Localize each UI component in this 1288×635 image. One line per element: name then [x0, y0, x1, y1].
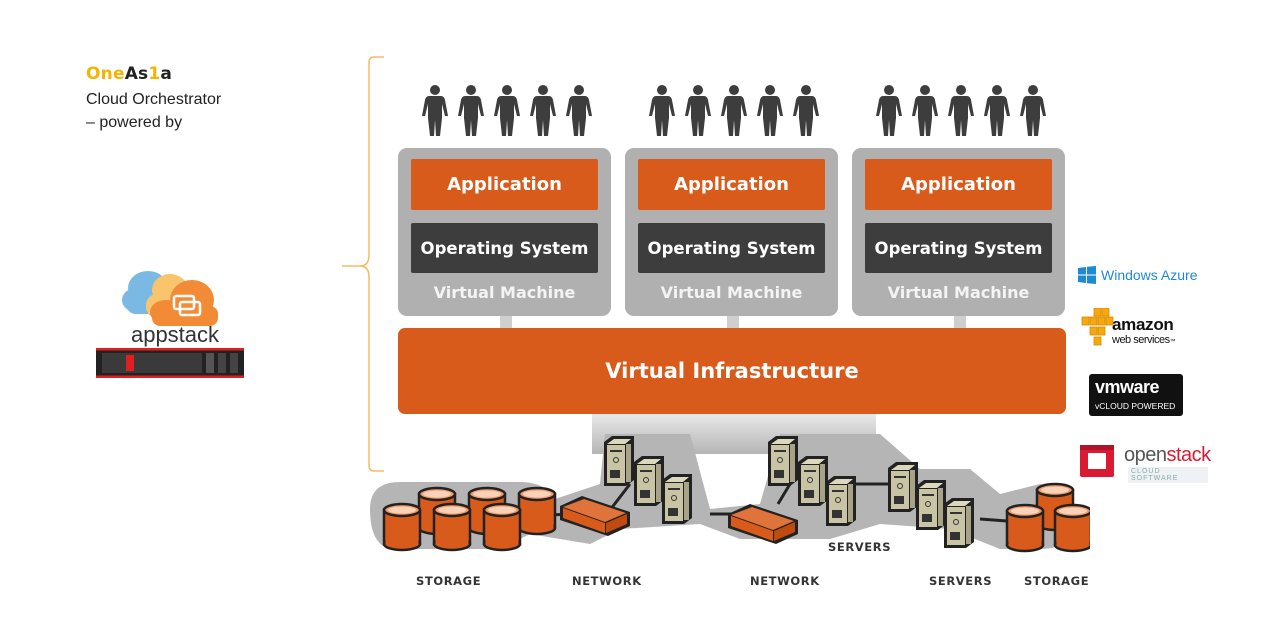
label-storage-right: STORAGE: [1024, 574, 1090, 588]
operating-system-block: Operating System: [411, 223, 598, 273]
user-icon: [876, 85, 902, 136]
server-icon: [634, 456, 664, 506]
server-icon: [798, 456, 828, 506]
appstack-cloud-icon: appstack: [96, 271, 244, 378]
user-icon: [685, 85, 711, 136]
link-line: [608, 483, 632, 511]
server-icon: [768, 436, 798, 486]
storage-disk-icon: [382, 502, 422, 552]
vm-label: Virtual Machine: [887, 283, 1030, 302]
user-icon: [1020, 85, 1046, 136]
user-icon: [757, 85, 783, 136]
virtual-machine-3: Application Operating System Virtual Mac…: [852, 148, 1065, 316]
openstack-name-open: open: [1124, 444, 1167, 466]
user-icon: [649, 85, 675, 136]
vm-connector: [727, 316, 739, 328]
network-switch-icon: [560, 496, 630, 536]
storage-disk-icon: [482, 502, 522, 552]
openstack-name-stack: stack: [1166, 444, 1212, 466]
user-icon: [458, 85, 484, 136]
provider-windows-azure: Windows Azure: [1078, 266, 1197, 284]
application-block: Application: [638, 159, 825, 210]
label-servers-mid: SERVERS: [828, 540, 892, 554]
operating-system-block: Operating System: [638, 223, 825, 273]
link-line: [776, 483, 792, 505]
application-block: Application: [411, 159, 598, 210]
vm-label: Virtual Machine: [660, 283, 803, 302]
brand-title: OneAs1a: [86, 64, 172, 84]
server-icon: [916, 480, 946, 530]
provider-sub: vCLOUD POWERED: [1095, 401, 1176, 411]
provider-sub: web services™: [1112, 334, 1176, 346]
aws-cubes-icon: [1081, 308, 1114, 346]
provider-vmware: vmware vCLOUD POWERED: [1089, 374, 1183, 416]
server-icon: [826, 476, 856, 526]
label-servers-right: SERVERS: [929, 574, 993, 588]
storage-disk-icon: [432, 502, 472, 552]
appstack-logo: appstack: [96, 262, 246, 382]
subtitle-line1: Cloud Orchestrator: [86, 91, 222, 108]
application-block: Application: [865, 159, 1052, 210]
user-icon: [494, 85, 520, 136]
windows-icon: [1078, 266, 1096, 284]
brand-part-a: a: [160, 64, 173, 84]
label-network-mid: NETWORK: [750, 574, 820, 588]
operating-system-block: Operating System: [865, 223, 1052, 273]
subtitle-line2: – powered by: [86, 114, 183, 131]
server-icon: [944, 498, 974, 548]
provider-aws: amazon web services™: [1080, 306, 1190, 350]
provider-sub-text: web services: [1112, 334, 1170, 346]
virtual-machine-2: Application Operating System Virtual Mac…: [625, 148, 838, 316]
vm-label: Virtual Machine: [433, 283, 576, 302]
user-icon: [912, 85, 938, 136]
provider-name: Windows Azure: [1101, 267, 1198, 283]
brand-part-1: 1: [148, 64, 161, 84]
appstack-wordmark: appstack: [131, 322, 220, 347]
server-icon: [888, 462, 918, 512]
trademark: ™: [1169, 339, 1176, 345]
user-icon: [422, 85, 448, 136]
network-switch-icon: [728, 504, 798, 544]
vm-connector: [500, 316, 512, 328]
openstack-icon: [1080, 445, 1114, 477]
virtual-machine-1: Application Operating System Virtual Mac…: [398, 148, 611, 316]
hardware-layer: [370, 414, 1090, 553]
vm-connector: [954, 316, 966, 328]
brand-part-as: As: [124, 64, 149, 84]
storage-disk-icon: [1005, 503, 1045, 553]
user-icon: [984, 85, 1010, 136]
provider-name: openstack: [1124, 444, 1211, 467]
provider-openstack: openstack CLOUD SOFTWARE: [1078, 443, 1211, 483]
user-icon: [566, 85, 592, 136]
label-network-left: NETWORK: [572, 574, 642, 588]
server-icon: [662, 474, 692, 524]
provider-sub: CLOUD SOFTWARE: [1128, 467, 1208, 483]
brand-part-one: One: [86, 64, 125, 84]
vmware-icon: vmware: [1095, 377, 1160, 397]
label-storage-left: STORAGE: [416, 574, 482, 588]
user-icon: [948, 85, 974, 136]
user-icon: [530, 85, 556, 136]
user-icon: [793, 85, 819, 136]
storage-disk-icon: [517, 486, 557, 536]
server-icon: [604, 436, 634, 486]
storage-disk-icon: [1053, 503, 1090, 553]
provider-name: amazon: [1112, 315, 1174, 334]
user-icon: [721, 85, 747, 136]
curly-bracket: [342, 56, 384, 472]
virtual-infrastructure-bar: Virtual Infrastructure: [398, 328, 1066, 414]
